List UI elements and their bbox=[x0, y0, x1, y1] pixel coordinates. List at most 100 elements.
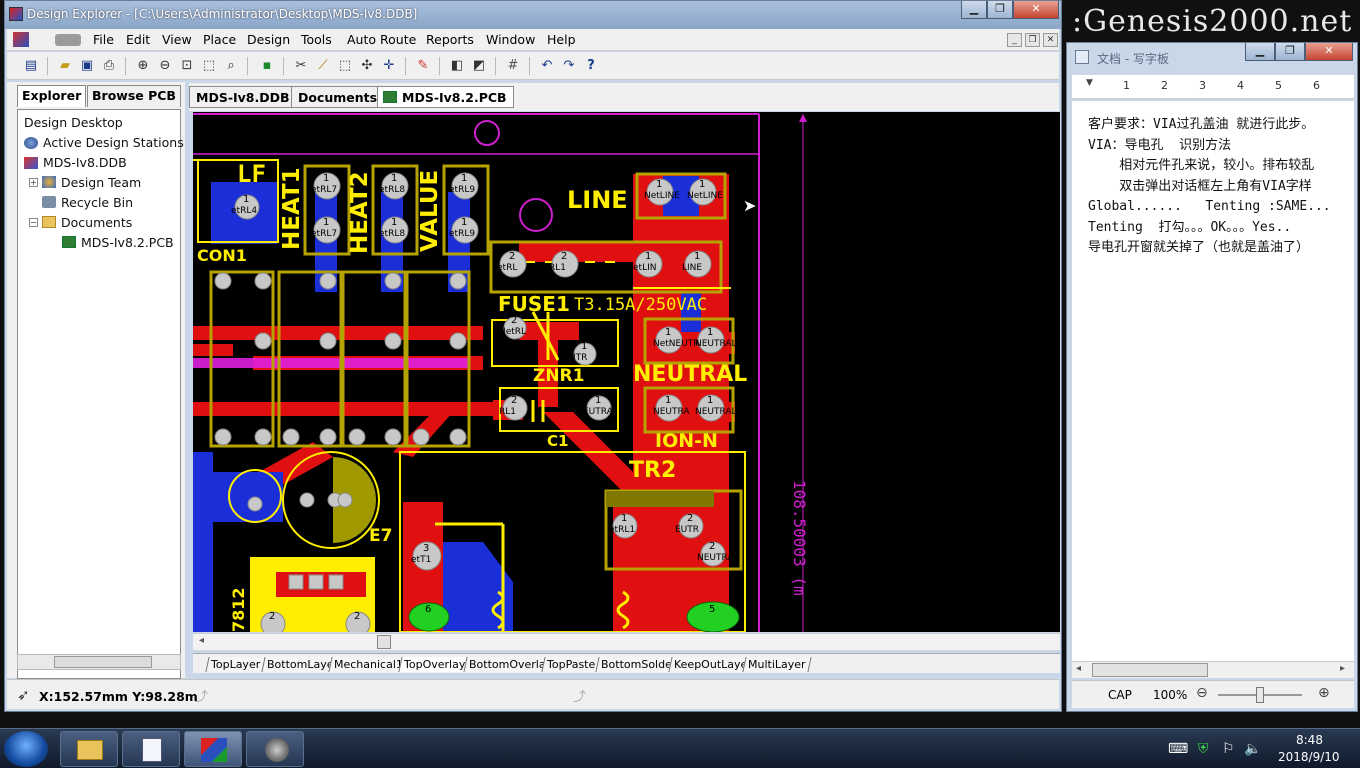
layer-tab-multilayer[interactable]: MultiLayer bbox=[742, 657, 812, 672]
wordpad-horizontal-scrollbar[interactable]: ◂ ▸ bbox=[1072, 661, 1354, 678]
paste-icon[interactable]: ⟋ bbox=[318, 58, 328, 73]
menu-design[interactable]: Design bbox=[247, 32, 291, 47]
wordpad-minimize-button[interactable]: ▁ bbox=[1245, 43, 1275, 61]
tree-item-documents[interactable]: Documents bbox=[61, 215, 133, 230]
save-icon[interactable]: ▣ bbox=[80, 58, 94, 73]
minimize-button[interactable]: ▁ bbox=[961, 1, 987, 19]
title-bar[interactable]: Design Explorer - [C:\Users\Administrato… bbox=[5, 1, 1061, 29]
tree-item-design-team[interactable]: Design Team bbox=[61, 175, 142, 190]
doc-tab-documents[interactable]: Documents bbox=[291, 86, 385, 108]
layer-tab-mechanical1[interactable]: Mechanical1 bbox=[328, 657, 409, 672]
taskbar-recorder[interactable] bbox=[246, 731, 304, 767]
menu-window[interactable]: Window bbox=[486, 32, 536, 47]
zoom-out-icon[interactable]: ⊖ bbox=[159, 58, 171, 73]
start-button[interactable] bbox=[4, 731, 48, 767]
design-manager-icon[interactable] bbox=[55, 34, 81, 46]
redo-icon[interactable]: ↷ bbox=[563, 58, 575, 73]
undo-icon[interactable]: ↶ bbox=[541, 58, 553, 73]
expand-toggle[interactable]: + bbox=[29, 178, 38, 187]
mdi-minimize-button[interactable]: _ bbox=[1007, 33, 1022, 47]
scroll-thumb[interactable] bbox=[54, 656, 152, 668]
pcb-horizontal-scrollbar[interactable]: ◂ bbox=[193, 633, 1060, 650]
document-line: VIA：导电孔 识别方法 bbox=[1088, 137, 1232, 153]
browse-library-icon[interactable]: ◩ bbox=[472, 58, 486, 73]
document-tabs: MDS-Iv8.DDB Documents MDS-Iv8.2.PCB bbox=[189, 83, 1059, 111]
deselect-icon[interactable]: ✣ bbox=[361, 58, 373, 73]
pencil-icon[interactable]: ✎ bbox=[417, 58, 429, 73]
scroll-left-icon[interactable]: ◂ bbox=[1076, 663, 1082, 674]
menu-file[interactable]: File bbox=[93, 32, 114, 47]
taskbar-explorer[interactable] bbox=[60, 731, 118, 767]
status-arrow-icon: ⤴ bbox=[573, 690, 587, 705]
menu-place[interactable]: Place bbox=[203, 32, 237, 47]
layer-tab-toppaste[interactable]: TopPaste bbox=[541, 657, 601, 672]
close-button[interactable]: ✕ bbox=[1013, 1, 1059, 19]
action-center-icon[interactable]: ⚐ bbox=[1222, 741, 1235, 757]
scroll-thumb[interactable] bbox=[377, 635, 391, 649]
collapse-toggle[interactable]: − bbox=[29, 218, 38, 227]
tree-item-pcb-file[interactable]: MDS-Iv8.2.PCB bbox=[81, 235, 174, 250]
layer-tab-toplayer[interactable]: TopLayer bbox=[205, 657, 266, 672]
print-icon[interactable]: ⎙ bbox=[103, 58, 115, 73]
scroll-right-icon[interactable]: ▸ bbox=[1340, 663, 1346, 674]
document-icon[interactable] bbox=[13, 32, 29, 47]
clock-date[interactable]: 2018/9/10 bbox=[1278, 750, 1340, 764]
zoom-fit-icon[interactable]: ⊡ bbox=[181, 58, 193, 73]
pad-net-label: NetNEUTR bbox=[653, 339, 700, 349]
zoom-out-icon[interactable]: ⊖ bbox=[1196, 685, 1208, 701]
zoom-slider-thumb[interactable] bbox=[1256, 687, 1264, 703]
taskbar-wordpad[interactable] bbox=[122, 731, 180, 767]
maximize-button[interactable]: ❐ bbox=[987, 1, 1013, 19]
clock-time[interactable]: 8:48 bbox=[1296, 733, 1323, 747]
scroll-left-icon[interactable]: ◂ bbox=[199, 635, 205, 646]
indent-marker-icon[interactable]: ▼ bbox=[1086, 78, 1093, 88]
pad-number: 1 bbox=[391, 173, 398, 184]
doc-tab-pcb[interactable]: MDS-Iv8.2.PCB bbox=[377, 86, 514, 108]
taskbar-design-explorer[interactable] bbox=[184, 731, 242, 767]
tree-item-mds-ddb[interactable]: MDS-Iv8.DDB bbox=[43, 155, 127, 170]
mdi-restore-button[interactable]: ❐ bbox=[1025, 33, 1040, 47]
document-line: Global...... Tenting :SAME... bbox=[1088, 199, 1331, 214]
pcb-canvas[interactable]: LF HEAT1 HEAT2 VALUE LINE CON1 FUSE1 T3.… bbox=[193, 112, 1060, 632]
wordpad-ruler[interactable]: ▼ 1 2 3 4 5 6 bbox=[1072, 75, 1354, 99]
tree-horizontal-scrollbar[interactable] bbox=[17, 654, 181, 670]
open-folder-icon[interactable]: ▰ bbox=[60, 58, 70, 73]
move-icon[interactable]: ✛ bbox=[383, 58, 395, 73]
menu-tools[interactable]: Tools bbox=[301, 32, 332, 47]
menu-reports[interactable]: Reports bbox=[426, 32, 474, 47]
tab-explorer[interactable]: Explorer bbox=[17, 85, 87, 107]
tab-browse-pcb[interactable]: Browse PCB bbox=[87, 85, 181, 107]
tree-item-design-desktop[interactable]: Design Desktop bbox=[24, 115, 123, 130]
dimension-label: 108.50003 (m bbox=[790, 480, 809, 596]
zoom-last-icon[interactable]: ⌕ bbox=[227, 58, 235, 73]
keyboard-icon[interactable]: ⌨ bbox=[1168, 741, 1189, 757]
doc-tab-ddb[interactable]: MDS-Iv8.DDB bbox=[189, 86, 297, 108]
library-icon[interactable]: ◧ bbox=[450, 58, 464, 73]
menu-edit[interactable]: Edit bbox=[126, 32, 151, 47]
security-shield-icon[interactable]: ⛨ bbox=[1198, 741, 1209, 757]
layer-tab-topoverlay[interactable]: TopOverlay bbox=[398, 657, 471, 672]
wordpad-maximize-button[interactable]: ❐ bbox=[1275, 43, 1305, 61]
zoom-area-icon[interactable]: ⬚ bbox=[202, 58, 216, 73]
grid-icon[interactable]: # bbox=[507, 58, 519, 73]
component-icon[interactable]: ▪ bbox=[262, 58, 272, 73]
zoom-in-icon[interactable]: ⊕ bbox=[137, 58, 149, 73]
label-tr2: TR2 bbox=[629, 458, 677, 483]
wordpad-close-button[interactable]: ✕ bbox=[1305, 43, 1353, 61]
pad-net-label: RL1 bbox=[499, 407, 516, 417]
help-icon[interactable]: ? bbox=[587, 58, 595, 73]
tree-item-recycle-bin[interactable]: Recycle Bin bbox=[61, 195, 134, 210]
mdi-close-button[interactable]: ✕ bbox=[1043, 33, 1058, 47]
zoom-in-icon[interactable]: ⊕ bbox=[1318, 685, 1330, 701]
volume-icon[interactable]: 🔈 bbox=[1244, 741, 1262, 757]
menu-help[interactable]: Help bbox=[547, 32, 576, 47]
scroll-thumb[interactable] bbox=[1092, 663, 1208, 677]
cut-icon[interactable]: ✂ bbox=[295, 58, 307, 73]
menu-view[interactable]: View bbox=[162, 32, 192, 47]
tree-item-active-design-stations[interactable]: Active Design Stations bbox=[43, 135, 184, 150]
select-icon[interactable]: ⬚ bbox=[338, 58, 352, 73]
explorer-toggle-icon[interactable]: ▤ bbox=[24, 58, 38, 73]
wordpad-document[interactable]: 客户要求：VIA过孔盖油 就进行此步。VIA：导电孔 识别方法 相对元件孔来说，… bbox=[1072, 101, 1354, 661]
pad-number: 6 bbox=[425, 604, 432, 615]
menu-auto-route[interactable]: Auto Route bbox=[347, 32, 417, 47]
